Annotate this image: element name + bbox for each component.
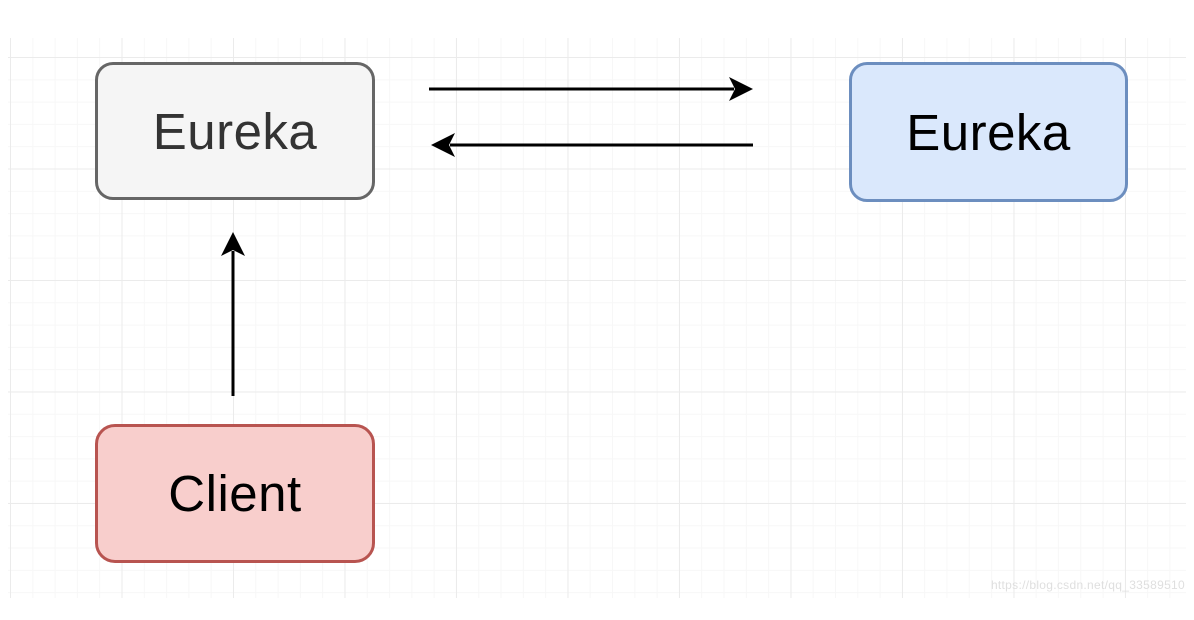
node-client: Client: [95, 424, 375, 563]
node-client-label: Client: [168, 465, 302, 522]
node-eureka-right-label: Eureka: [906, 103, 1071, 161]
node-eureka-right: Eureka: [849, 62, 1128, 202]
node-eureka-left: Eureka: [95, 62, 375, 200]
node-eureka-left-label: Eureka: [152, 102, 318, 160]
watermark: https://blog.csdn.net/qq_33589510: [990, 578, 1185, 592]
